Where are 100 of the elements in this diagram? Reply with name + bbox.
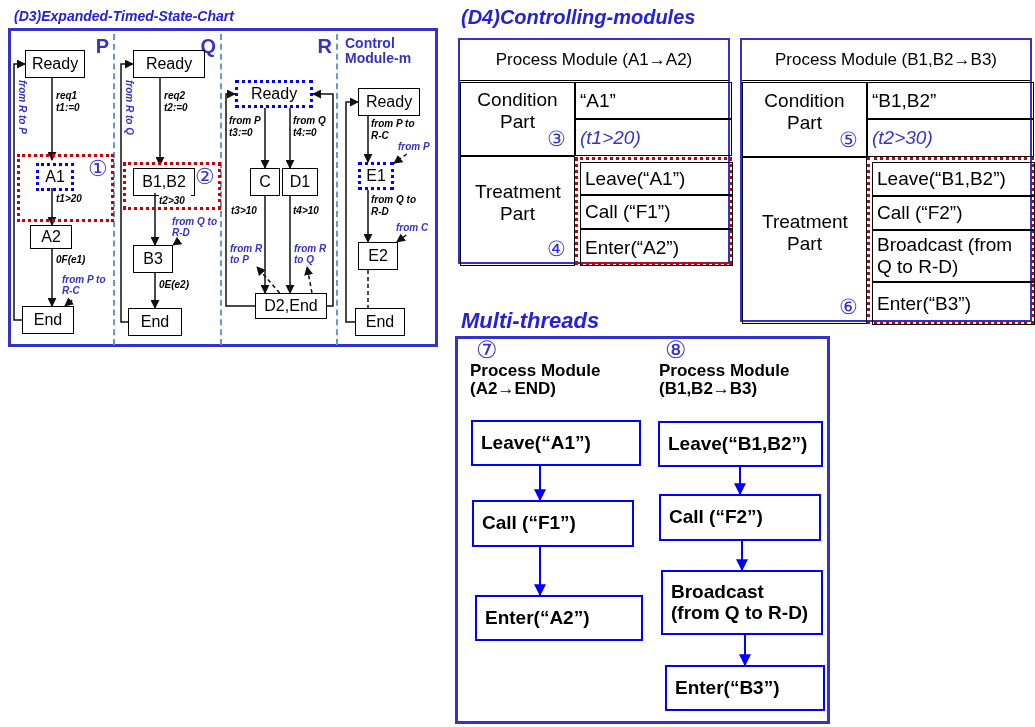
- section-heading: Multi-threads: [461, 307, 600, 335]
- section-heading: (D4)Controlling-modules: [461, 5, 696, 30]
- state-box: E1: [358, 162, 394, 190]
- callout-number: ⑧: [665, 338, 688, 362]
- process-step-box: Leave(“B1,B2”): [658, 421, 823, 467]
- callout-number: ⑥: [839, 296, 858, 317]
- state-box: Ready: [235, 80, 313, 108]
- table-cell: Leave(“B1,B2”): [872, 162, 1035, 196]
- arrow: [345, 97, 359, 323]
- message-label: from C: [396, 222, 434, 235]
- table-header: Process Module (B1,B2→B3): [742, 40, 1030, 81]
- module-title: Process Module (A2→END): [470, 362, 602, 398]
- dashed-arrow: [396, 233, 407, 243]
- message-label: from P: [398, 141, 434, 154]
- arrow: [285, 195, 295, 294]
- arrow: [534, 546, 546, 597]
- message-label: from Q to R-D: [172, 216, 220, 242]
- arrow: [47, 187, 57, 226]
- message-label: from R to P: [230, 243, 263, 267]
- process-step-box: Broadcast (from Q to R-D): [661, 570, 823, 635]
- table-cell: (t2>30): [867, 119, 1034, 157]
- callout-number: ③: [547, 128, 566, 149]
- edge-label: t2>30: [159, 195, 191, 207]
- arrow: [47, 248, 57, 307]
- arrow: [120, 59, 134, 323]
- state-box: D2,End: [255, 293, 327, 319]
- table-cell: “A1”: [575, 82, 732, 119]
- state-box: A1: [36, 163, 74, 191]
- table-cell: Leave(“A1”): [580, 162, 733, 195]
- highlight-region: [575, 157, 732, 265]
- callout-number: ⑦: [476, 338, 499, 362]
- message-label: from R to Q: [294, 243, 330, 267]
- state-box: C: [250, 168, 280, 196]
- arrow: [739, 634, 751, 667]
- arrow: [534, 465, 546, 502]
- arrow: [363, 115, 373, 163]
- table-cell: [742, 82, 867, 157]
- table-cell: [460, 156, 575, 266]
- module-title: Process Module (B1,B2→B3): [659, 362, 791, 398]
- dashed-connector-line: [367, 269, 369, 309]
- table-cell: Call (“F1”): [580, 195, 733, 229]
- process-step-box: Enter(“A2”): [475, 595, 643, 641]
- arrow: [312, 89, 334, 307]
- state-box: E2: [358, 242, 398, 270]
- state-box: D1: [282, 168, 318, 196]
- callout-number: ④: [547, 238, 566, 259]
- edge-label: from Q to R-D: [371, 194, 417, 217]
- dashed-arrow: [256, 266, 281, 294]
- table-cell: (t1>20): [575, 119, 732, 156]
- lane-title: R: [317, 36, 332, 57]
- cell-text: Treatment Part: [475, 181, 560, 225]
- module-table: [740, 38, 1032, 322]
- arrow: [47, 77, 57, 161]
- edge-label: from P t3:=0: [229, 115, 263, 138]
- state-box: A2: [30, 225, 72, 249]
- table-cell: Call (“F2”): [872, 196, 1035, 230]
- message-label: from P to R-C: [62, 274, 114, 300]
- state-box: End: [128, 308, 182, 336]
- state-box: Ready: [358, 88, 420, 116]
- dashed-arrow: [64, 297, 75, 307]
- state-box: Ready: [133, 50, 205, 78]
- edge-label: from P to R-C: [371, 118, 417, 141]
- process-step-box: Call (“F1”): [472, 500, 634, 547]
- callout-number: ②: [195, 166, 215, 188]
- process-step-box: Leave(“A1”): [471, 420, 641, 466]
- cell-text: Treatment Part: [762, 210, 847, 255]
- arrow: [13, 59, 26, 321]
- arrow: [285, 107, 295, 169]
- arrow: [225, 89, 256, 307]
- arrow: [150, 192, 160, 246]
- dashed-arrow: [172, 236, 183, 246]
- state-box: B3: [133, 245, 173, 273]
- arrow: [736, 540, 748, 572]
- table-cell: Enter(“B3”): [872, 282, 1035, 325]
- table-cell: [742, 157, 867, 324]
- process-step-box: Call (“F2”): [659, 494, 821, 541]
- arrow: [155, 77, 165, 166]
- section-heading: (D3)Expanded-Timed-State-Chart: [14, 7, 234, 26]
- highlight-region: [867, 157, 1034, 324]
- arrow: [260, 107, 270, 169]
- edge-label: from R to P: [16, 80, 28, 134]
- arrow: [734, 466, 746, 496]
- table-cell: Enter(“A2”): [580, 229, 733, 266]
- arrow: [363, 189, 373, 243]
- arrow: [260, 195, 270, 294]
- table-cell: Broadcast (from Q to R-D): [872, 230, 1035, 282]
- callout-number: ①: [88, 158, 108, 180]
- state-box: End: [355, 308, 405, 336]
- table-cell: [460, 82, 575, 156]
- state-box: Ready: [25, 50, 85, 78]
- state-box: End: [22, 306, 74, 334]
- lane-title: Control Module-m: [345, 36, 413, 66]
- lane-title: P: [95, 36, 109, 57]
- edge-label: from R to Q: [123, 80, 135, 135]
- dashed-arrow: [393, 153, 408, 164]
- dashed-arrow: [304, 266, 313, 294]
- table-cell: “B1,B2”: [867, 82, 1034, 119]
- module-table: [458, 38, 730, 264]
- table-header: Process Module (A1→A2): [460, 40, 728, 81]
- process-step-box: Enter(“B3”): [665, 665, 825, 711]
